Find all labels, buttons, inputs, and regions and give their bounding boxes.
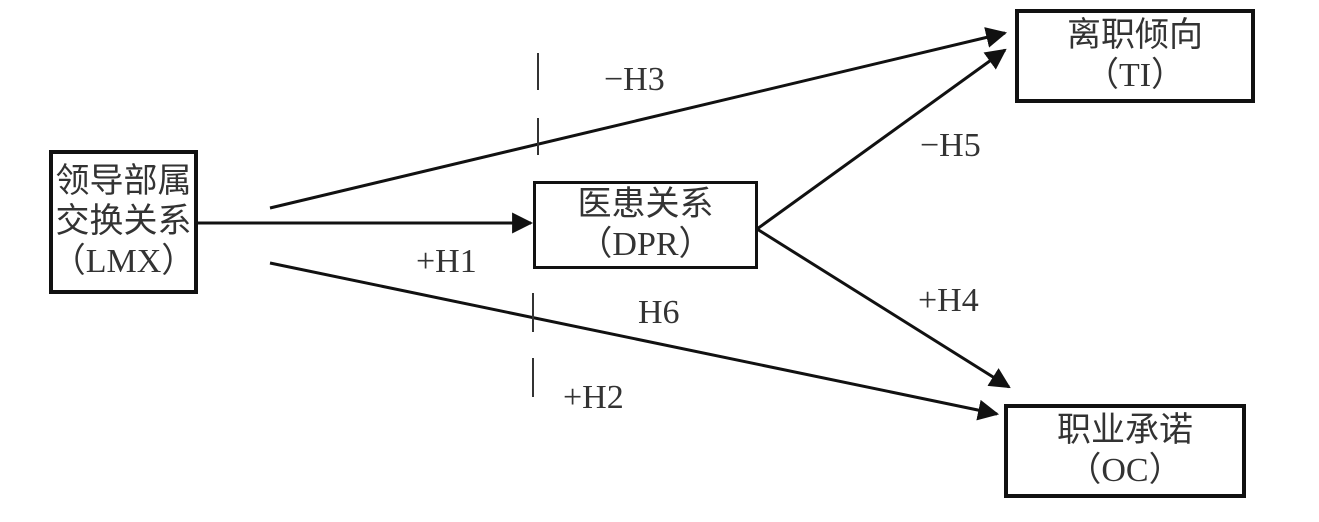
node-oc: 职业承诺 （OC） xyxy=(1004,404,1246,498)
node-oc-abbr: （OC） xyxy=(1067,452,1183,489)
label-h1: +H1 xyxy=(416,243,477,280)
node-oc-line1: 职业承诺 xyxy=(1057,412,1193,449)
arrow-lmx-to-oc xyxy=(269,261,1000,421)
node-dpr: 医患关系 （DPR） xyxy=(533,181,758,269)
label-h5: −H5 xyxy=(920,127,981,164)
arrow-dpr-to-ti xyxy=(756,48,1007,231)
node-lmx: 领导部属 交换关系 （LMX） xyxy=(49,150,198,294)
arrow-dpr-to-oc xyxy=(756,227,1011,389)
label-h3: −H3 xyxy=(604,61,665,98)
node-dpr-line1: 医患关系 xyxy=(577,186,714,223)
node-lmx-abbr: （LMX） xyxy=(51,243,196,280)
label-h6: H6 xyxy=(638,294,680,331)
arrow-lmx-to-ti xyxy=(269,27,1008,210)
label-h2: +H2 xyxy=(563,379,624,416)
node-ti-abbr: （TI） xyxy=(1084,57,1186,94)
node-ti: 离职倾向 （TI） xyxy=(1015,9,1255,103)
node-dpr-abbr: （DPR） xyxy=(578,226,713,263)
node-lmx-line2: 交换关系 xyxy=(55,203,192,240)
node-ti-line1: 离职倾向 xyxy=(1067,17,1203,54)
node-lmx-line1: 领导部属 xyxy=(55,163,192,200)
label-h4: +H4 xyxy=(918,282,979,319)
